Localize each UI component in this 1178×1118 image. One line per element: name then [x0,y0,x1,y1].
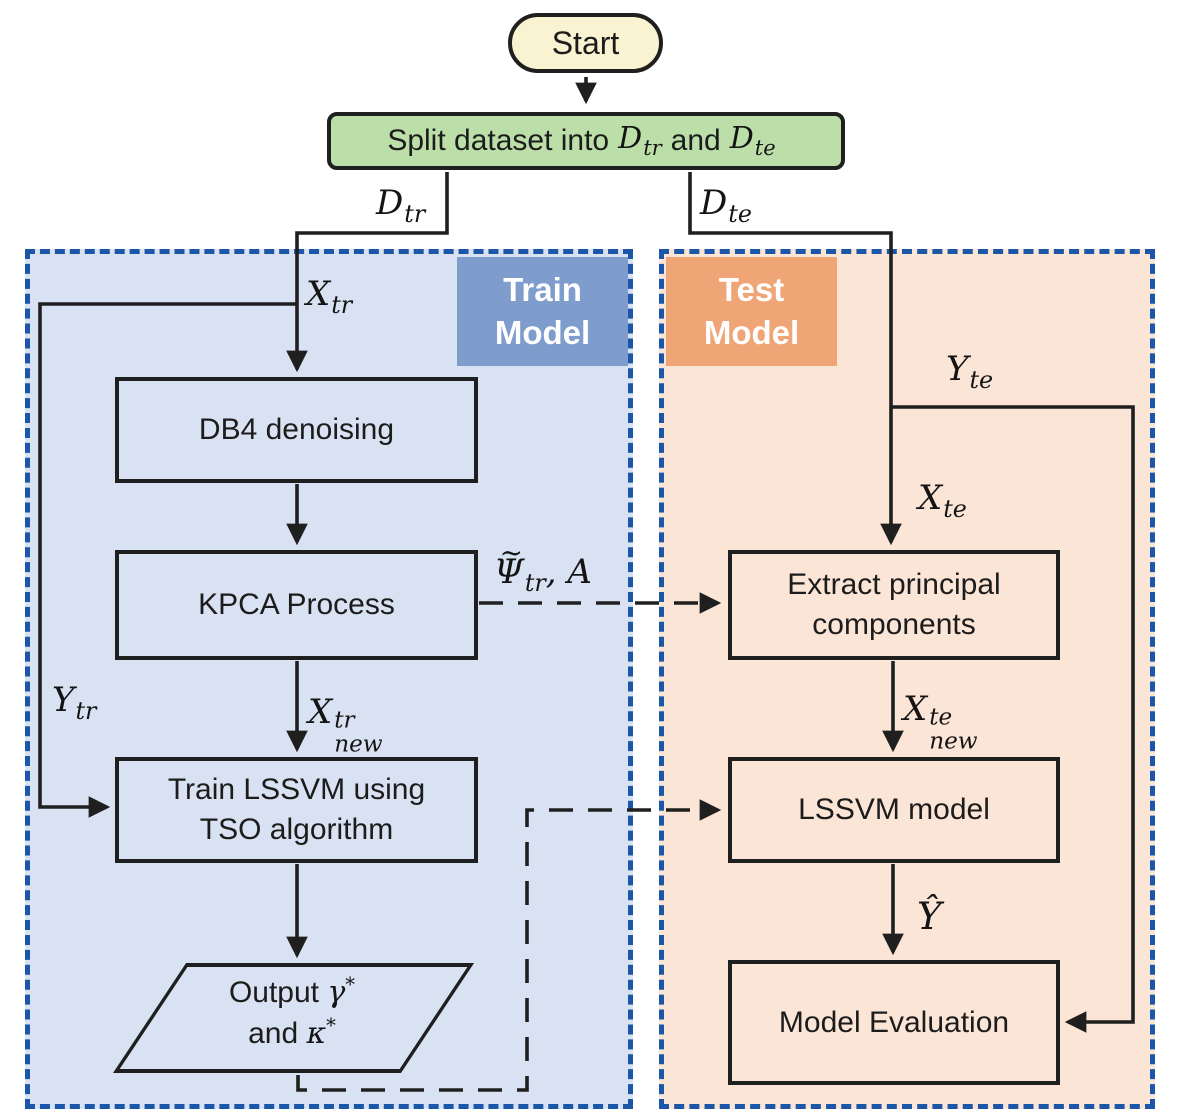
label-x-te: Xte [918,478,967,523]
lssvm-model-label: LSSVM model [798,793,990,827]
extract-line2: components [812,608,976,641]
start-label: Start [551,24,620,61]
train-badge-line1: Train [503,271,582,309]
output-line1: Output γ* [228,973,356,1010]
split-text-prefix: Split dataset into [387,124,610,158]
test-model-badge: Test Model [666,257,837,366]
label-y-hat: Ŷ [917,895,942,938]
db4-label: DB4 denoising [198,413,395,447]
model-evaluation-label: Model Evaluation [778,1005,1010,1039]
extract-line1: Extract principal [787,568,1001,602]
output-line2: and κ* [248,1014,336,1052]
node-extract-principal-components: Extract principal components [728,550,1060,660]
train-badge-line2: Model [494,313,591,351]
split-var-dte: Dte [729,121,776,161]
label-psi-tr-a: ~Ψtr, A [494,535,592,597]
kpca-label: KPCA Process [198,588,395,622]
test-badge-line1: Test [718,271,785,309]
split-text-and: and [670,124,721,158]
train-lssvm-line1: Train LSSVM using [167,773,426,807]
node-output-params-label: Output γ* and κ* [172,972,412,1055]
label-y-te: Yte [946,349,994,394]
node-model-evaluation: Model Evaluation [728,960,1060,1085]
label-y-tr: Ytr [52,680,97,725]
label-x-tr: Xtr [306,274,353,319]
test-badge-line2: Model [703,313,800,351]
node-split-dataset: Split dataset into Dtr and Dte [327,112,845,170]
split-var-dtr: Dtr [618,121,662,161]
node-lssvm-model: LSSVM model [728,757,1060,863]
node-train-lssvm-tso: Train LSSVM using TSO algorithm [115,757,478,863]
label-d-te: Dte [700,183,752,228]
node-db4-denoising: DB4 denoising [115,377,478,483]
node-kpca-process: KPCA Process [115,550,478,660]
node-start: Start [508,13,663,73]
train-lssvm-line2: TSO algorithm [199,813,394,846]
train-model-badge: Train Model [457,257,628,366]
label-d-tr: Dtr [376,183,426,228]
